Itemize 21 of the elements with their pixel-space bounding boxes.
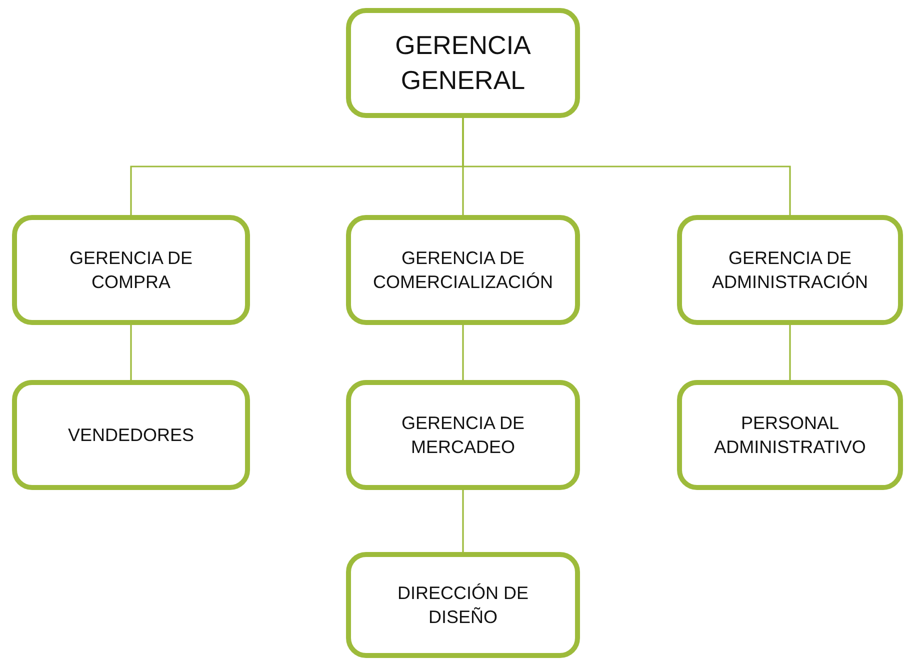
org-box [346,8,580,118]
org-box [12,215,250,325]
org-box [12,380,250,490]
org-box [346,215,580,325]
unit-name: GERENCIA GENERAL [394,28,532,97]
unit-name: VENDEDORES [68,424,194,447]
connector-line [462,490,464,552]
connector-line [462,118,791,215]
unit-name: DIRECCIÓN DE DISEÑO [396,582,530,629]
connector-line [789,325,791,380]
unit-name: GERENCIA DE COMPRA [68,246,194,294]
connector-line [130,325,132,380]
unit-name: GERENCIA DE MERCADEO [400,412,526,459]
unit-name: GERENCIA DE ADMINISTRACIÓN [710,246,869,294]
unit-name: PERSONAL ADMINISTRATIVO [713,412,867,459]
org-box [346,552,580,658]
org-box [677,380,903,490]
org-box [346,380,580,490]
unit-name: GERENCIA DE COMERCIALIZACIÓN [372,246,554,294]
connector-line [462,325,464,380]
org-box [677,215,903,325]
